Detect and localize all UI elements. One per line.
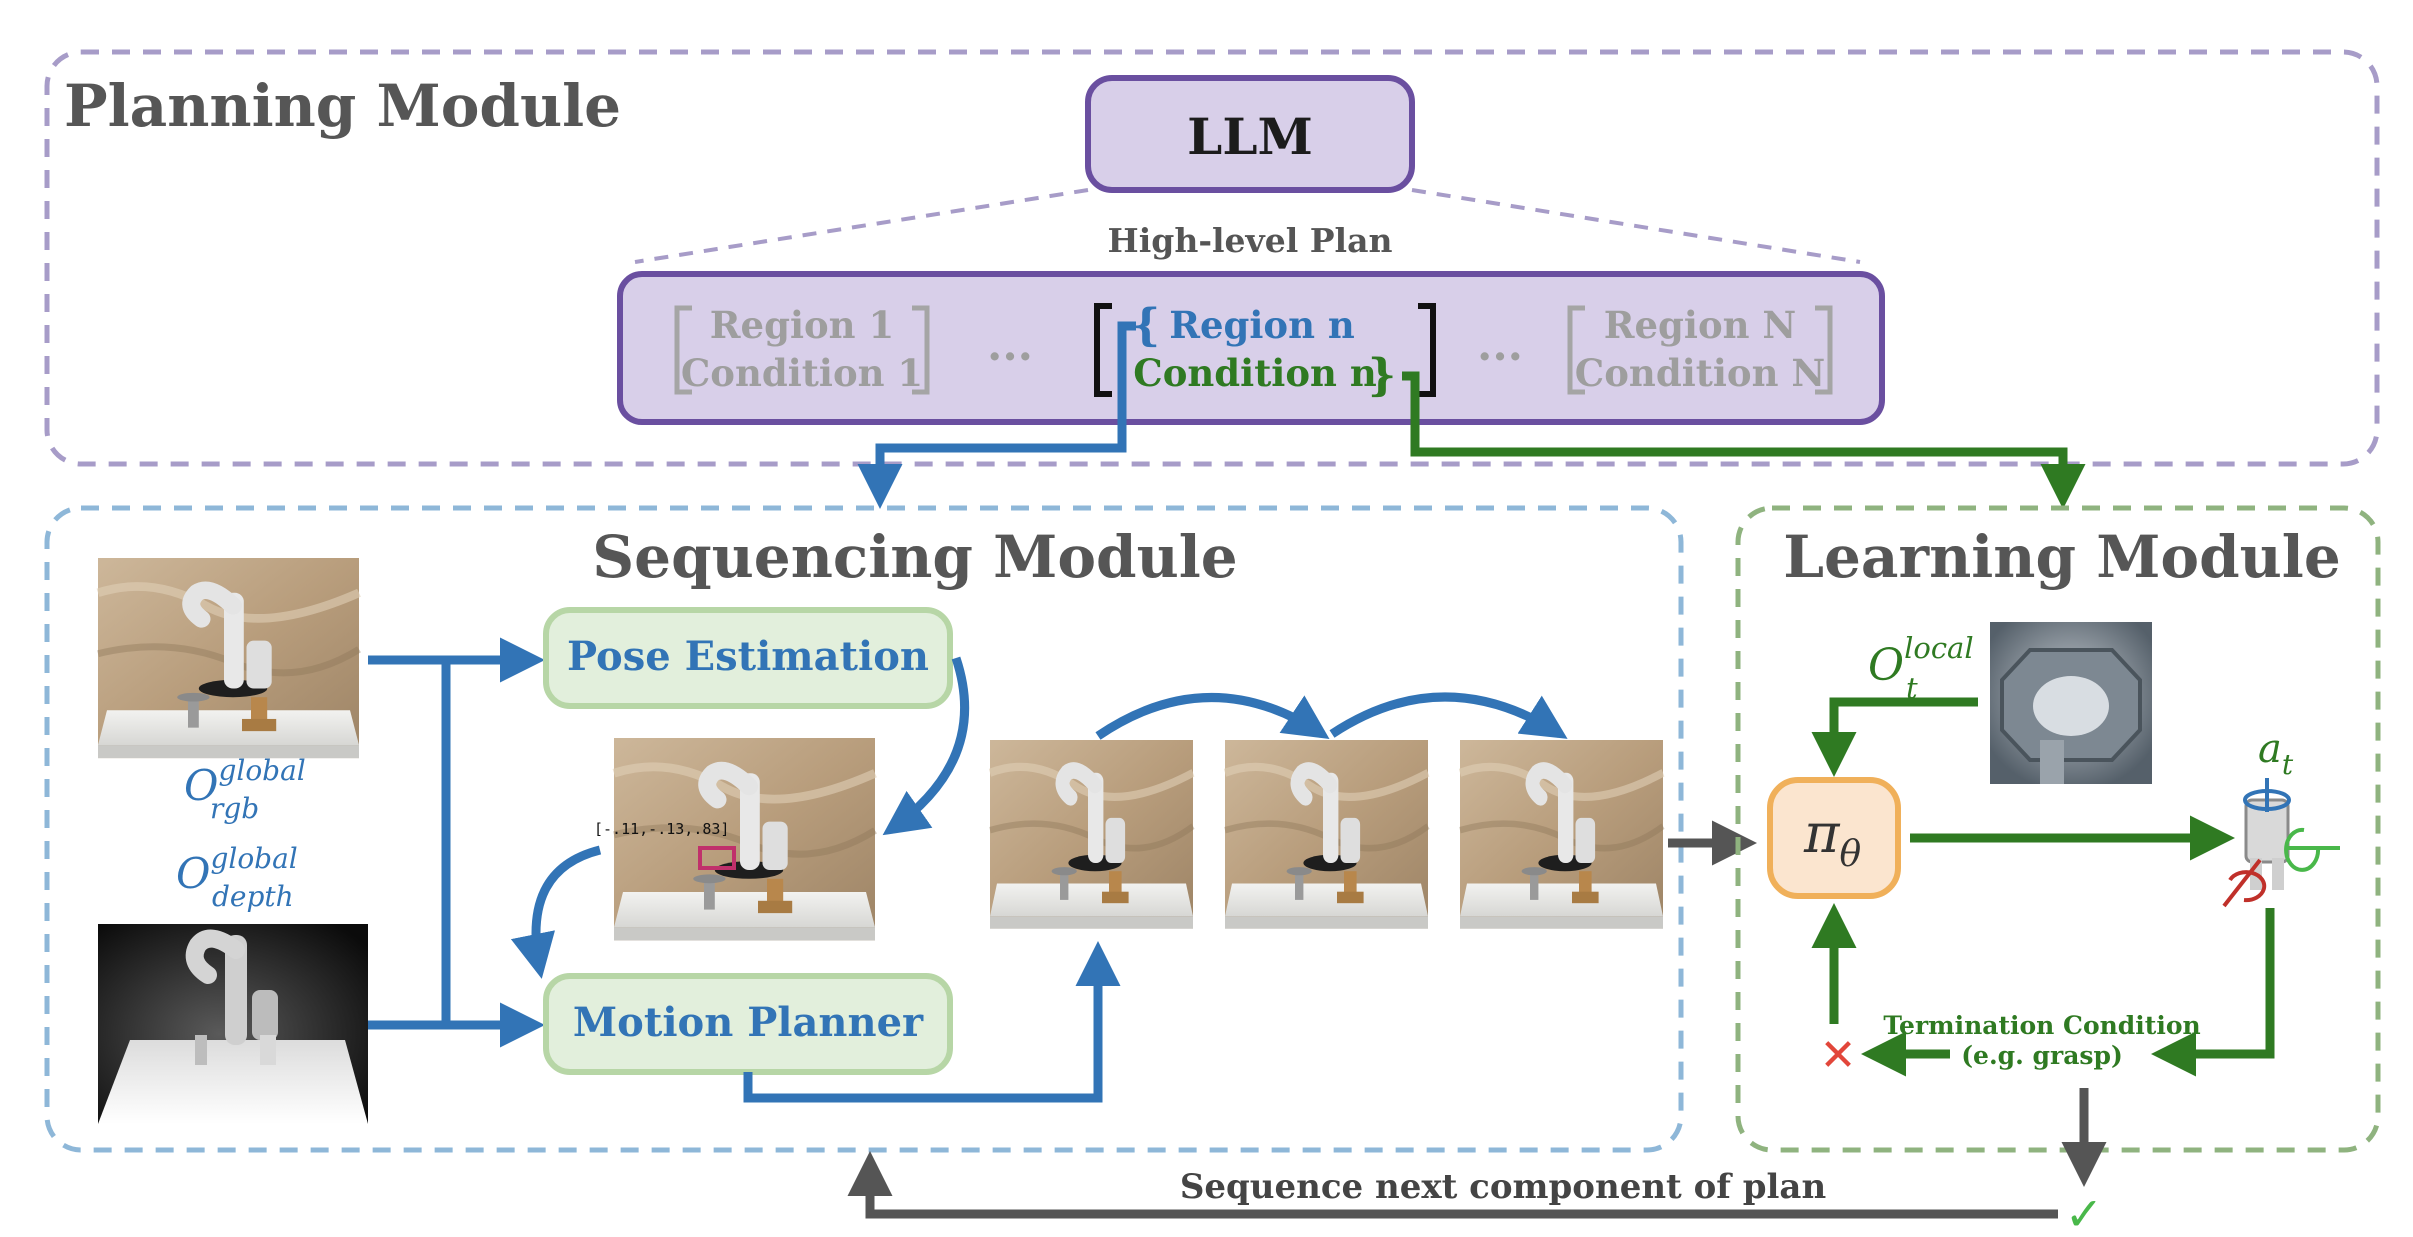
trajectory-arc-2 [1329, 692, 1568, 739]
sequence-next-label: Sequence next component of plan [1180, 1167, 1826, 1207]
condition-to-learning-arrow [1402, 371, 2086, 509]
plan-box [617, 271, 1885, 425]
gripper-action-icon [2222, 778, 2340, 908]
pose-to-image-arrow [882, 656, 970, 836]
brace-close-green: } [1368, 350, 1396, 401]
llm-to-plan-dashed-left [634, 188, 1089, 264]
ellipsis-right: ... [1477, 320, 1523, 371]
action-label: at [2258, 726, 2294, 781]
policy-label: πθ [1803, 802, 1862, 875]
motion-planner-label: Motion Planner [573, 999, 924, 1046]
sequencing-module-frame [44, 505, 1684, 1153]
planning-module-title: Planning Module [64, 72, 621, 140]
high-level-plan-label: High-level Plan [1108, 221, 1393, 260]
local-observation-image [1990, 622, 2152, 784]
sequence-next-arrow [847, 1151, 2058, 1219]
success-icon: ✓ [2065, 1187, 2104, 1237]
global-rgb-image [98, 558, 359, 758]
motion-to-trajectory-arrow [743, 941, 1121, 1103]
ellipsis-left: ... [987, 320, 1033, 371]
trajectory-frame-2 [1225, 740, 1428, 929]
condition-N-label: Condition N [1575, 351, 1825, 395]
pose-estimate-image [614, 738, 875, 940]
trajectory-frame-1 [990, 740, 1193, 929]
policy-box [1767, 777, 1901, 899]
learning-module-title: Learning Module [1783, 523, 2341, 591]
region-N-label: Region N [1604, 303, 1797, 347]
local-obs-to-policy-arrow [1811, 697, 1978, 777]
pose-estimation-label: Pose Estimation [567, 633, 929, 680]
global-depth-image [98, 924, 368, 1124]
region-1-label: Region 1 [710, 303, 894, 347]
llm-to-plan-dashed-right [1411, 188, 1861, 264]
pose-bounding-box [698, 846, 736, 870]
brace-open-blue: { [1132, 300, 1160, 351]
region-to-sequencing-arrow [857, 321, 1136, 509]
bracket-left-1 [674, 305, 692, 395]
llm-label: LLM [1187, 107, 1313, 166]
learning-module-frame [1735, 505, 2381, 1153]
condition-n-label: Condition n [1133, 351, 1377, 395]
bracket-right-n [1418, 303, 1436, 397]
condition-1-label: Condition 1 [681, 351, 923, 395]
region-n-label: Region n [1169, 303, 1355, 347]
trajectory-arc-1 [1095, 693, 1330, 740]
pose-estimation-box [543, 607, 953, 709]
fail-icon: ✕ [1820, 1030, 1857, 1081]
sequencing-module-title: Sequencing Module [592, 523, 1237, 591]
image-to-motion-arrow [510, 845, 602, 979]
action-to-termination-arrow [2151, 908, 2275, 1077]
bracket-left-n [1094, 303, 1112, 397]
llm-box [1085, 75, 1415, 193]
trajectory-frame-3 [1460, 740, 1663, 929]
bracket-right-N [1815, 305, 1833, 395]
termination-label-line2: (e.g. grasp) [1961, 1041, 2123, 1070]
planning-module-frame [44, 49, 2380, 467]
pose-readout: [-.11,-.13,.83] [594, 820, 729, 838]
bracket-left-N [1567, 305, 1585, 395]
bracket-right-1 [912, 305, 930, 395]
termination-label-line1: Termination Condition [1883, 1011, 2200, 1040]
